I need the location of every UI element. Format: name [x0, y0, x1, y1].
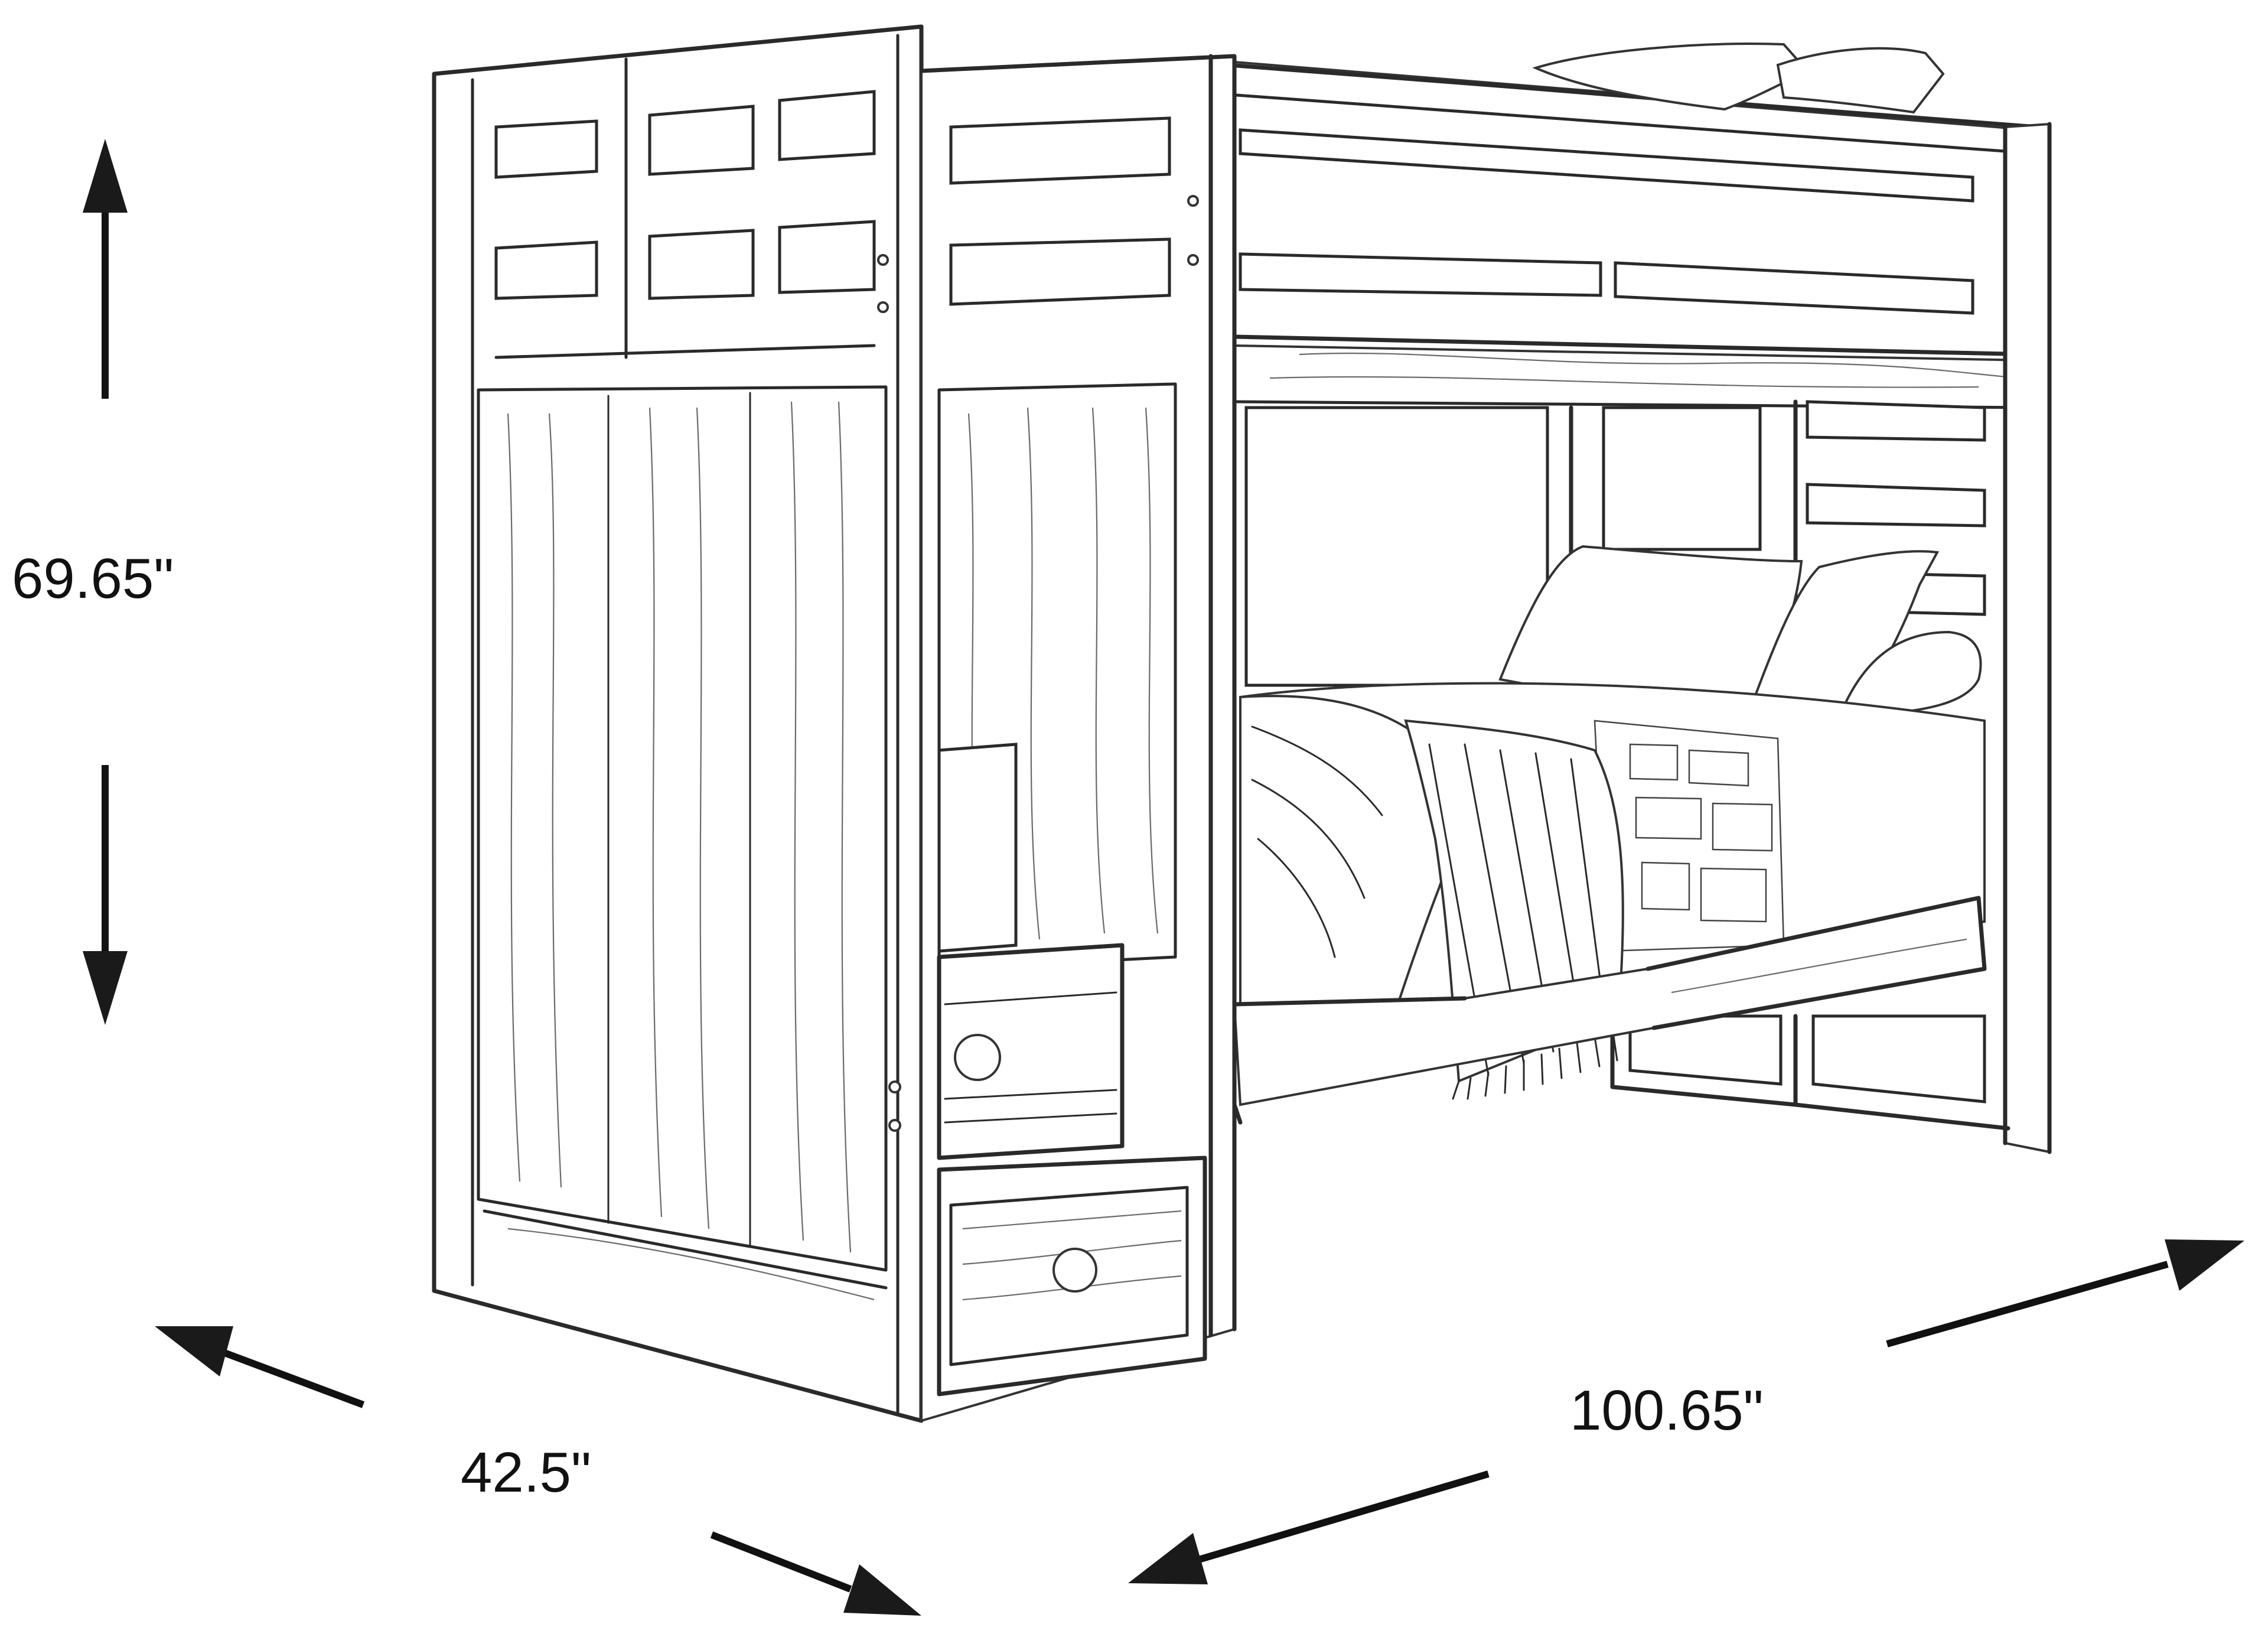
height-label: 69.65": [12, 547, 174, 610]
depth-arrow-right: [710, 1531, 921, 1616]
width-arrow-left: [1128, 1470, 1490, 1584]
lower-side-rail: [1232, 896, 1987, 1125]
depth-arrow-left: [155, 1326, 365, 1408]
stair-storage-tower: [432, 24, 924, 1423]
depth-label: 42.5": [461, 1441, 591, 1504]
stair-steps-column: [877, 54, 1237, 1423]
bunk-bed-illustration: [432, 24, 2052, 1423]
upper-pillows: [1532, 43, 1945, 114]
upper-bunk-frame: [1226, 60, 2040, 409]
width-arrow-right: [1886, 1239, 2244, 1347]
height-arrow-up: [83, 139, 128, 399]
lower-pillows: [1498, 545, 1982, 722]
width-dimension: 100.65": [1128, 1239, 2244, 1584]
height-dimension: 69.65": [12, 139, 174, 1025]
depth-dimension: 42.5": [155, 1326, 921, 1616]
height-arrow-down: [83, 765, 128, 1025]
right-end-panel: [1610, 122, 2052, 1154]
width-label: 100.65": [1570, 1379, 1764, 1442]
